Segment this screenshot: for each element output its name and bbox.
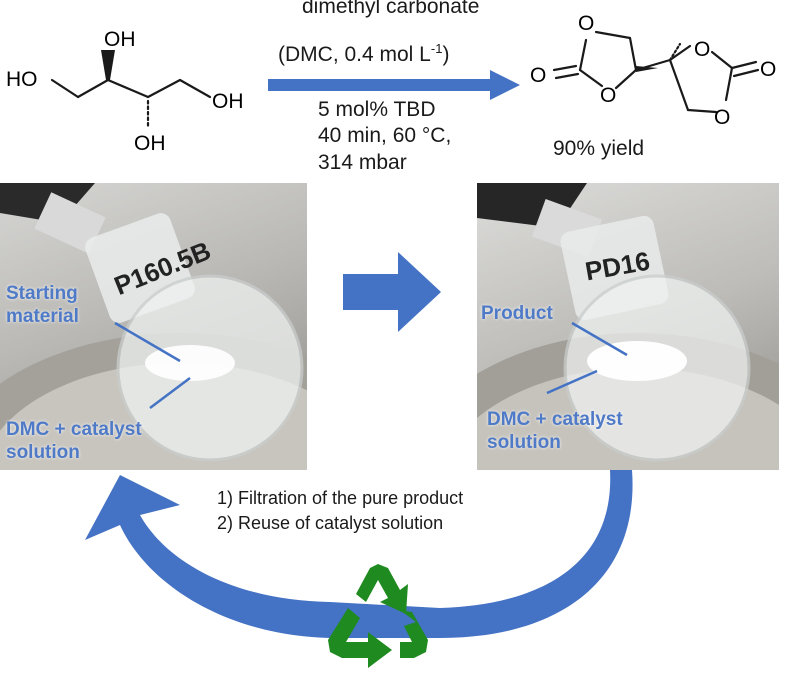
time-temp-text: 40 min, 60 °C,: [318, 124, 452, 147]
reagent-line1: dimethyl carbonate: [302, 0, 480, 18]
label-dmc-right-2: solution: [487, 432, 561, 453]
product-structure: O O O O O O: [530, 12, 776, 129]
label-dmc-right-1: DMC + catalyst: [487, 409, 623, 430]
recycle-return-arrow: [85, 470, 633, 638]
photo-starting-flask: P160.5B Starting material DMC + catalyst…: [0, 183, 307, 470]
atom-o1: O: [578, 12, 594, 35]
atom-o6: O: [714, 106, 730, 129]
process-arrow: [343, 252, 441, 332]
atom-o3: O: [600, 84, 616, 107]
atom-oh-right: OH: [212, 90, 244, 113]
step-filtration: 1) Filtration of the pure product: [217, 488, 464, 508]
atom-ho-left: HO: [6, 68, 38, 91]
label-dmc-left-2: solution: [6, 442, 80, 463]
label-starting-material-1: Starting: [6, 283, 78, 304]
atom-o5: O: [760, 58, 776, 81]
atom-oh-top: OH: [104, 28, 136, 51]
atom-o2: O: [530, 64, 546, 87]
wedge-bond: [101, 50, 115, 80]
catalyst-text: 5 mol% TBD: [318, 98, 436, 121]
atom-oh-bottom: OH: [134, 132, 166, 155]
photo-product-flask: PD16 Product DMC + catalyst solution: [477, 183, 779, 470]
label-product: Product: [481, 303, 553, 324]
label-starting-material-2: material: [6, 306, 79, 327]
atom-o4: O: [694, 38, 710, 61]
yield-text: 90% yield: [553, 137, 645, 160]
recycle-icon: [328, 564, 428, 668]
step-reuse: 2) Reuse of catalyst solution: [217, 513, 444, 533]
reactant-structure: OH HO OH OH: [6, 28, 244, 155]
reagent-line2: (DMC, 0.4 mol L-1): [278, 41, 450, 66]
reaction-arrow: [268, 70, 520, 100]
pressure-text: 314 mbar: [318, 151, 407, 174]
label-dmc-left-1: DMC + catalyst: [6, 419, 142, 440]
